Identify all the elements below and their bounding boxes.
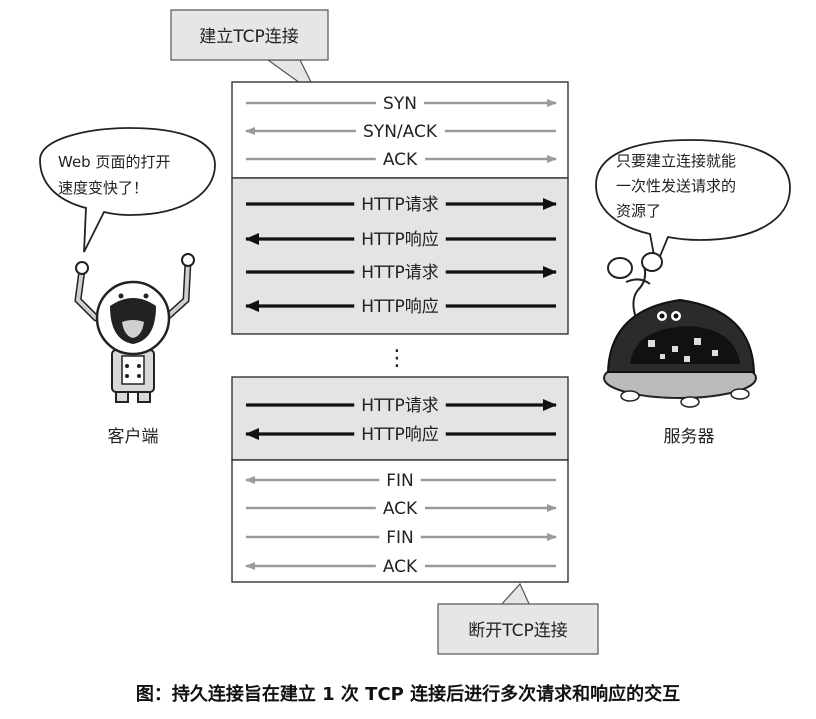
callout-close-tcp: 断开TCP连接 <box>437 582 599 655</box>
server-bubble-line-3: 资源了 <box>616 202 661 220</box>
callout-close-tcp-text: 断开TCP连接 <box>468 621 568 641</box>
message-label: HTTP请求 <box>361 263 439 283</box>
callout-establish-tcp: 建立TCP连接 <box>170 9 329 97</box>
client-robot-icon <box>74 253 195 403</box>
message-blocks: SYN SYN/ACK ACK HTTP请求 HTTP响应 HTTP请求 HTTP响应 HTT… <box>231 81 569 583</box>
message-label: ACK <box>383 499 418 519</box>
callout-establish-tcp-text: 建立TCP连接 <box>199 27 299 47</box>
figure-caption: 图：持久连接旨在建立 1 次 TCP 连接后进行多次请求和响应的交互 <box>136 683 680 705</box>
message-label: SYN/ACK <box>363 122 438 142</box>
server-bubble-line-2: 一次性发送请求的 <box>616 177 736 195</box>
message-label: SYN <box>383 94 417 114</box>
message-label: HTTP响应 <box>361 297 439 317</box>
block-http-2 <box>231 376 569 461</box>
server-bubble-line-1: 只要建立连接就能 <box>616 152 736 170</box>
message-label: ACK <box>383 557 418 577</box>
server-speech-bubble: 只要建立连接就能 一次性发送请求的 资源了 <box>595 139 791 270</box>
message-label: HTTP请求 <box>361 396 439 416</box>
server-creature-icon <box>603 252 757 408</box>
client-label: 客户端 <box>108 427 159 447</box>
message-label: HTTP响应 <box>361 425 439 445</box>
message-label: HTTP响应 <box>361 230 439 250</box>
server-label: 服务器 <box>664 427 715 447</box>
client-bubble-line-2: 速度变快了！ <box>58 179 148 197</box>
client-bubble-line-1: Web 页面的打开 <box>58 153 170 171</box>
ellipsis: ⋮ <box>386 346 408 371</box>
message-label: FIN <box>386 528 414 548</box>
message-label: FIN <box>386 471 414 491</box>
message-label: HTTP请求 <box>361 195 439 215</box>
message-label: ACK <box>383 150 418 170</box>
client-speech-bubble: Web 页面的打开 速度变快了！ <box>39 127 216 253</box>
